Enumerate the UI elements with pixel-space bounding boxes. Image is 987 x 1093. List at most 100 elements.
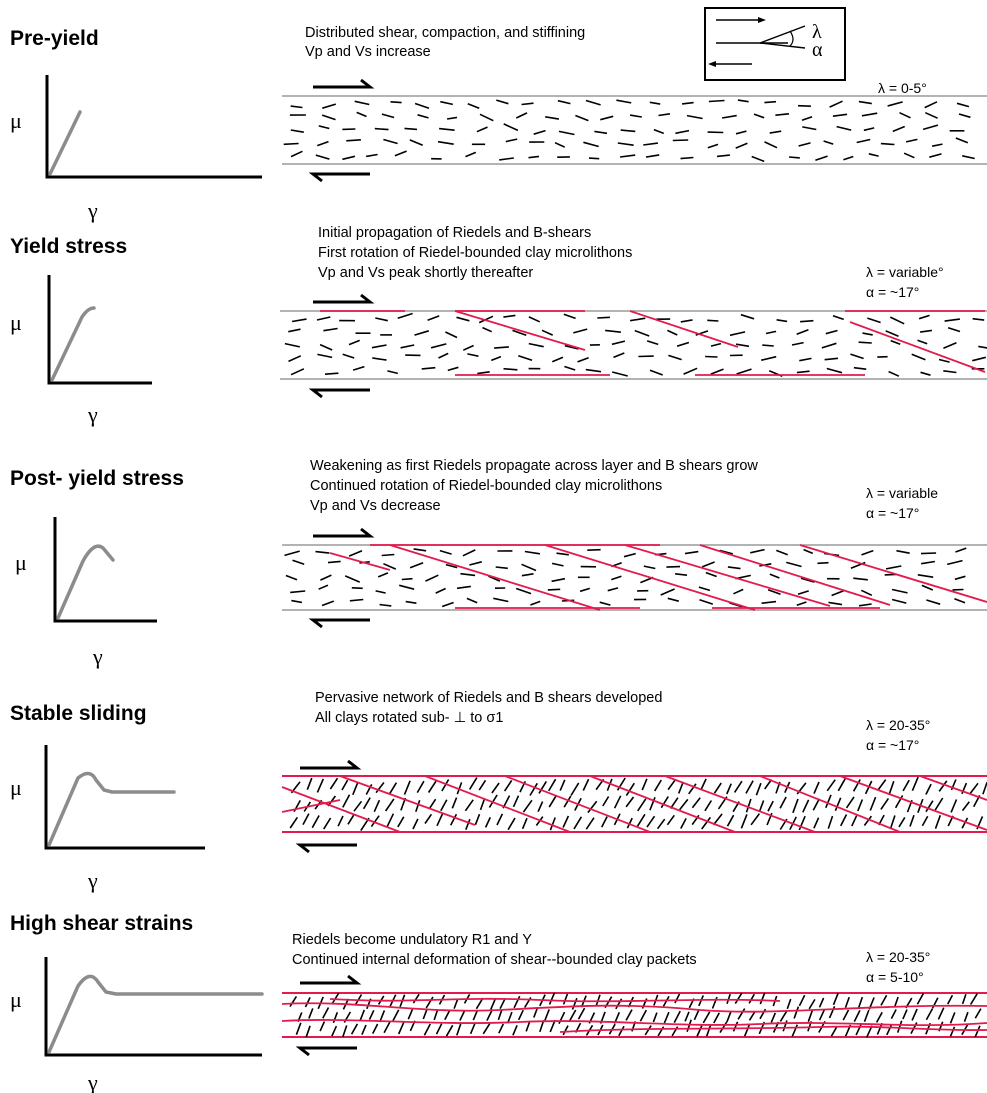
panel-title: Stable sliding (10, 702, 147, 725)
clay-particle (681, 320, 693, 322)
clay-particle (312, 816, 319, 828)
clay-particle (780, 797, 786, 808)
clay-particle (555, 143, 565, 147)
clay-particle (793, 799, 798, 813)
clay-particle (306, 1026, 310, 1038)
clay-particle (621, 130, 636, 131)
clay-particle (457, 1024, 461, 1036)
clay-particle (687, 116, 703, 119)
clay-particle (797, 371, 810, 372)
clay-particle (542, 330, 553, 335)
clay-particle (352, 1024, 358, 1034)
upper-shear-arrow (313, 80, 370, 87)
clay-particle (707, 320, 718, 321)
clay-particle (486, 817, 491, 827)
clay-particle (402, 579, 413, 580)
clay-particle (926, 600, 940, 604)
friction-strain-plot (46, 745, 205, 848)
clay-particle (471, 1023, 476, 1034)
clay-particle (734, 1022, 738, 1032)
clay-particle (291, 601, 302, 603)
clay-particle (643, 143, 658, 145)
clay-particle (943, 343, 956, 348)
clay-particle (813, 799, 819, 810)
clay-particle (442, 603, 453, 607)
clay-particle (626, 1010, 632, 1021)
clay-particle (745, 1024, 750, 1036)
clay-particle (881, 798, 889, 809)
clay-particle (382, 555, 395, 556)
clay-particle (714, 1013, 720, 1023)
clay-particle (925, 102, 937, 108)
plot-axes (55, 517, 157, 621)
clay-particle (978, 346, 987, 348)
clay-particle (912, 1009, 917, 1020)
clay-particle (348, 815, 354, 825)
clay-particle (600, 602, 611, 605)
clay-particle (891, 341, 901, 345)
clay-particle (666, 567, 680, 568)
clay-particle (951, 1027, 955, 1037)
clay-particle (362, 1025, 366, 1035)
clay-particle (496, 100, 508, 104)
clay-particle (837, 127, 852, 131)
clay-particle (653, 1013, 657, 1022)
clay-particle (700, 600, 713, 604)
clay-particle (437, 813, 443, 826)
clay-particle (887, 1025, 892, 1035)
clay-particle (466, 152, 476, 156)
clay-particle (445, 1011, 450, 1020)
clay-particle (338, 816, 343, 826)
clay-particle (306, 997, 311, 1007)
clay-particle (798, 106, 811, 107)
clay-particle (470, 778, 477, 790)
clay-particle (291, 369, 304, 375)
clay-particle (820, 998, 824, 1007)
clay-particle (330, 778, 337, 789)
gamma-axis-label: γ (87, 1070, 98, 1093)
clay-particle (586, 818, 594, 830)
clay-particle (775, 114, 789, 115)
clay-particle (939, 360, 950, 363)
lower-shear-arrow (300, 845, 357, 852)
panel-yield-stress: Yield stress μ γ Initial propagation of … (10, 225, 987, 427)
clay-particle (674, 1011, 680, 1023)
clay-particle (963, 994, 966, 1004)
clay-particle (717, 155, 730, 156)
clay-particle (425, 814, 431, 823)
clay-particle (408, 1009, 412, 1019)
clay-particle (752, 157, 765, 162)
clay-particle (738, 100, 749, 102)
shear-zone (282, 529, 987, 627)
clay-particle (322, 115, 335, 120)
clay-particle (614, 353, 625, 357)
clay-particle (713, 997, 718, 1009)
clay-particle (738, 1009, 745, 1020)
clay-particle (558, 101, 571, 104)
clay-particle (587, 550, 600, 551)
clay-particle (296, 1023, 300, 1035)
clay-particle (491, 357, 501, 361)
clay-particle (399, 1022, 404, 1034)
lower-shear-arrow (313, 390, 370, 397)
clay-particle (762, 602, 776, 604)
clay-particle (797, 602, 807, 605)
lambda-value: λ = 0-5° (878, 80, 927, 96)
clay-particle (506, 139, 517, 142)
clay-particle (505, 780, 512, 791)
clay-particle (921, 372, 931, 375)
clay-particle (552, 357, 563, 361)
clay-particle (290, 591, 305, 592)
clay-particle (323, 1008, 329, 1019)
clay-particle (415, 331, 429, 335)
clay-particle (854, 368, 866, 370)
clay-particle (650, 370, 663, 375)
clay-particle (480, 114, 493, 120)
clay-particle (317, 142, 328, 146)
clay-particle (289, 356, 301, 362)
clay-particle (770, 574, 780, 578)
clay-particle (516, 589, 531, 594)
clay-particle (818, 563, 829, 564)
clay-particle (891, 1010, 896, 1019)
clay-particle (635, 331, 649, 336)
